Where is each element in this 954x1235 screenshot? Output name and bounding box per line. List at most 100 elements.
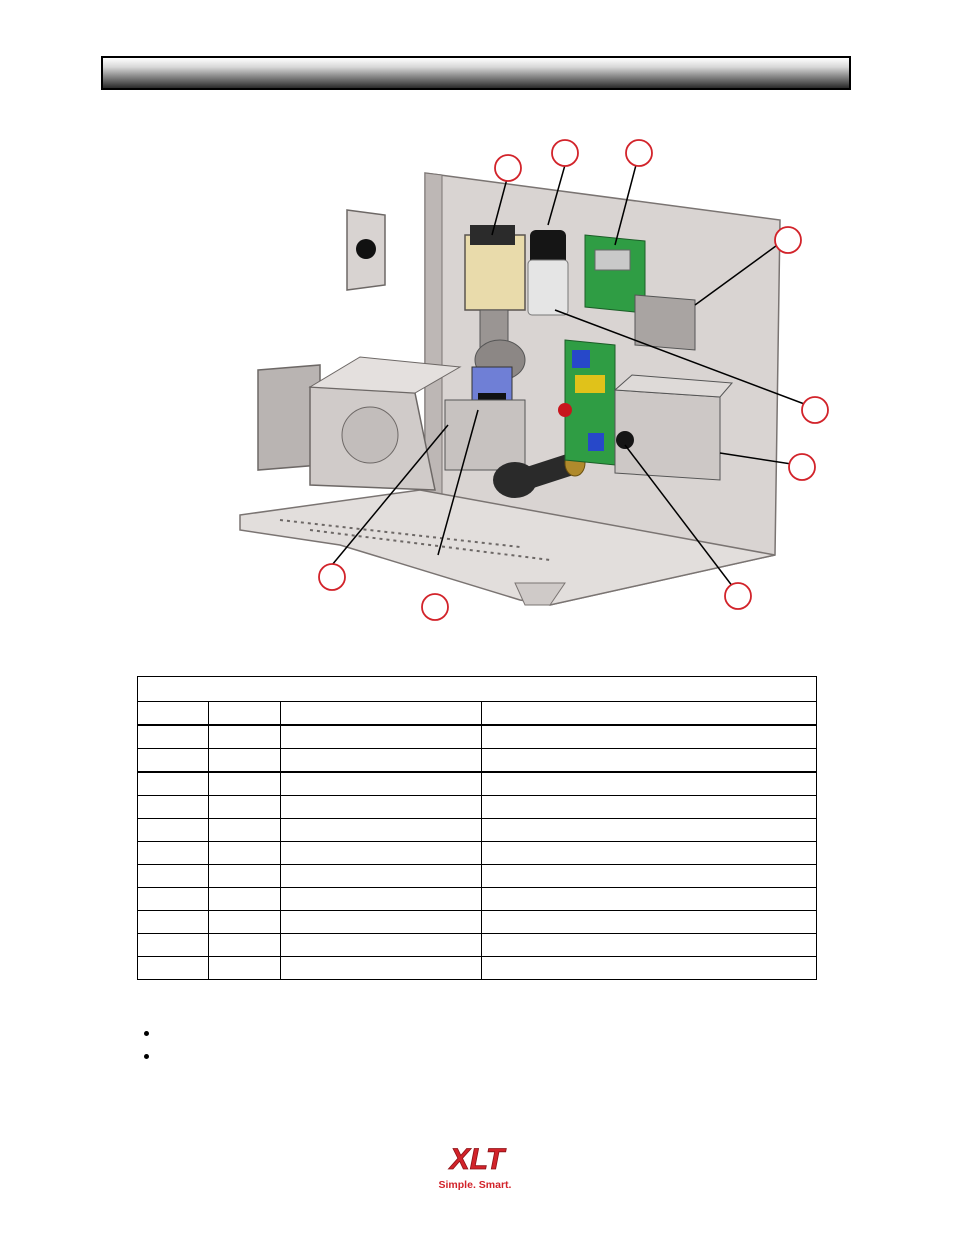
blower-fan	[341, 406, 399, 464]
gas-valve-body	[464, 234, 526, 311]
upper-board-connector	[594, 249, 631, 271]
cell	[208, 956, 281, 980]
cell	[280, 933, 482, 957]
blower-top	[308, 356, 462, 394]
table-row	[137, 956, 817, 980]
cell	[280, 724, 482, 749]
cell	[280, 841, 482, 865]
cell	[280, 864, 482, 888]
callout-leaders	[331, 164, 808, 588]
floor-vents	[279, 519, 551, 561]
cell	[280, 887, 482, 911]
header-cell	[208, 701, 281, 726]
cell	[280, 795, 482, 819]
cell	[208, 748, 281, 773]
callout-9	[318, 563, 346, 591]
cell	[481, 887, 817, 911]
cell	[208, 818, 281, 842]
cell	[481, 841, 817, 865]
table-title	[137, 676, 817, 702]
section-header-bar	[101, 56, 851, 90]
cell	[137, 887, 209, 911]
callout-8	[421, 593, 449, 621]
table-row	[137, 795, 817, 819]
table-row	[137, 887, 817, 911]
cell	[280, 910, 482, 934]
table-row	[137, 910, 817, 934]
callout-5	[801, 396, 829, 424]
cell	[280, 748, 482, 773]
table-row	[137, 841, 817, 865]
xlt-logo: XLT Simple. Smart.	[439, 1143, 512, 1191]
cell	[481, 795, 817, 819]
callout-3	[625, 139, 653, 167]
table-row	[137, 724, 817, 749]
header-cell	[280, 701, 482, 726]
logo-brand: XLT	[448, 1143, 507, 1176]
mount-plate-hole	[356, 239, 376, 259]
callout-7	[724, 582, 752, 610]
table-row	[137, 748, 817, 773]
cell	[481, 864, 817, 888]
logo-tagline: Simple. Smart.	[439, 1179, 512, 1191]
callout-2	[551, 139, 579, 167]
board-component-red	[558, 403, 572, 417]
callout-4	[774, 226, 802, 254]
board-relay-blue	[572, 350, 590, 368]
table-row	[137, 771, 817, 796]
callout-circles	[318, 139, 829, 621]
table-row	[137, 818, 817, 842]
cell	[208, 841, 281, 865]
cell	[208, 910, 281, 934]
board-relay-blue-2	[588, 433, 604, 451]
cell	[137, 771, 209, 796]
callout-1	[494, 154, 522, 182]
cell	[481, 748, 817, 773]
notes-list	[140, 1024, 820, 1070]
cell	[208, 887, 281, 911]
cell	[481, 724, 817, 749]
table-title-row	[137, 676, 817, 702]
cell	[208, 864, 281, 888]
cell	[481, 956, 817, 980]
header-cell	[137, 701, 209, 726]
note-item	[140, 1047, 820, 1070]
cell	[208, 795, 281, 819]
bullet-icon	[144, 1054, 149, 1059]
cell	[280, 771, 482, 796]
floor-notch	[514, 582, 566, 606]
dsi-module-top	[613, 374, 734, 398]
board-relay-yellow	[575, 375, 605, 393]
cell	[137, 956, 209, 980]
ignitor-body	[527, 259, 569, 316]
cell	[137, 748, 209, 773]
cell	[137, 818, 209, 842]
cell	[137, 864, 209, 888]
cell	[137, 724, 209, 749]
cell	[208, 933, 281, 957]
cell	[481, 771, 817, 796]
cell	[208, 771, 281, 796]
cell	[137, 795, 209, 819]
cell	[137, 841, 209, 865]
parts-table	[137, 676, 817, 980]
gas-fitting-body	[444, 399, 526, 471]
note-item	[140, 1024, 820, 1047]
wire-grommet	[616, 431, 634, 449]
cell	[481, 910, 817, 934]
cell	[137, 933, 209, 957]
table-header-row	[137, 701, 817, 726]
cell	[481, 933, 817, 957]
cell	[137, 910, 209, 934]
header-cell	[481, 701, 817, 726]
callout-6	[788, 453, 816, 481]
bullet-icon	[144, 1031, 149, 1036]
cell	[208, 724, 281, 749]
component-diagram	[239, 139, 829, 621]
cell	[481, 818, 817, 842]
table-row	[137, 864, 817, 888]
table-row	[137, 933, 817, 957]
cell	[280, 818, 482, 842]
transformer-box	[634, 294, 696, 351]
cell	[280, 956, 482, 980]
